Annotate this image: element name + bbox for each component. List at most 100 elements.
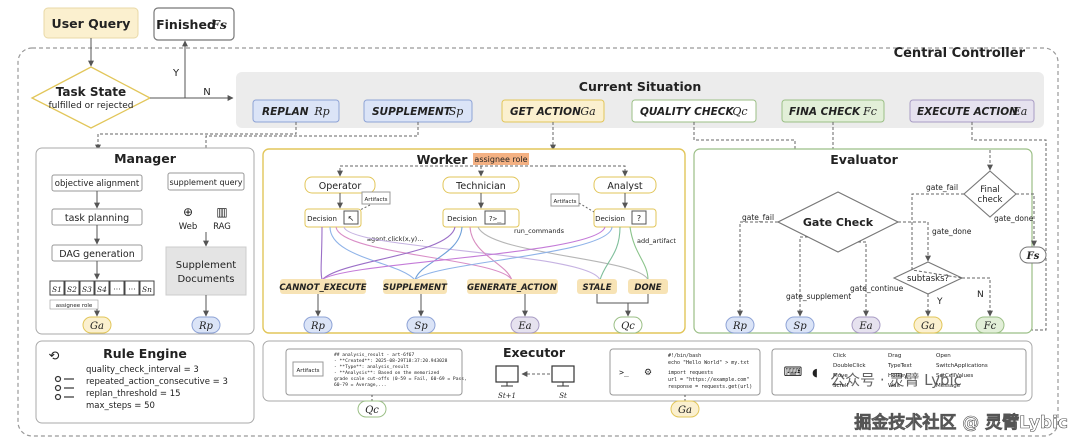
svg-text:···: ··· [113, 285, 120, 294]
executor-out-ga [670, 400, 700, 418]
svg-text:Operator: Operator [319, 181, 362, 192]
svg-text:Rp: Rp [310, 321, 326, 332]
svg-text:Ga: Ga [921, 321, 935, 332]
svg-text:DoubleClick: DoubleClick [833, 363, 866, 369]
svg-text:S2: S2 [67, 285, 77, 294]
evaluator-panel [693, 148, 1033, 334]
supplement-query-label: supplement query [169, 178, 242, 187]
svg-text:Ga: Ga [90, 321, 104, 332]
svg-text:Final: Final [980, 185, 1000, 195]
svg-text:?: ? [637, 214, 641, 223]
svg-text:Fs: Fs [1026, 251, 1040, 262]
situation-get-action-label: GET ACTION [510, 106, 581, 118]
situation-execute-action-sym: Ea [1012, 105, 1028, 118]
svg-text:Rp: Rp [732, 321, 748, 332]
svg-text:Sp: Sp [793, 321, 807, 332]
label-gate-fail-left: gate_fail [742, 213, 774, 222]
python-icon: ⚙ [644, 368, 652, 378]
outcome-stale: STALE [582, 283, 611, 293]
operator-artifacts [361, 191, 391, 205]
task-state-subtitle: fulfilled or rejected [48, 101, 133, 111]
rule-3: max_steps = 50 [86, 401, 155, 411]
assignee-role-tag [473, 153, 529, 165]
rule-engine-panel [35, 340, 255, 424]
svg-text:import requests: import requests [668, 370, 713, 376]
svg-text:Open: Open [936, 353, 951, 359]
svg-text:Gate Check: Gate Check [803, 216, 874, 229]
worker-out-rp [303, 316, 333, 334]
manager-out-ga [82, 316, 112, 334]
label-gate-supplement: gate_supplement [786, 292, 851, 301]
label-gate-continue: gate_continue [850, 284, 904, 293]
label-gate-done-top: gate_done [994, 214, 1034, 223]
svg-text:Technician: Technician [455, 181, 506, 192]
svg-text:Artifacts: Artifacts [296, 368, 319, 374]
svg-text:- **Type**: analysis_result: - **Type**: analysis_result [334, 364, 409, 370]
svg-text:Sn: Sn [142, 285, 152, 294]
outcome-supplement: SUPPLEMENT [383, 283, 448, 293]
situation-fina-check-label: FINA CHECK [789, 106, 861, 118]
executor-report-card [285, 348, 463, 396]
situation-quality-check: QUALITY CHECK Qc [631, 99, 757, 123]
svg-text:subtasks?: subtasks? [907, 274, 949, 284]
svg-text:#!/bin/bash: #!/bin/bash [668, 353, 701, 359]
svg-text:Decision: Decision [307, 215, 337, 223]
task-state-diamond [30, 66, 152, 129]
svg-text:Qc: Qc [621, 321, 635, 332]
svg-text:Drag: Drag [888, 353, 901, 359]
situation-quality-check-label: QUALITY CHECK [640, 106, 734, 118]
svg-text:Supplement: Supplement [176, 260, 237, 271]
central-controller-label: Central Controller [894, 46, 1026, 61]
outcome-generate-action: GENERATE_ACTION [467, 283, 557, 293]
svg-text:Documents: Documents [177, 274, 234, 285]
svg-text:assignee role: assignee role [474, 155, 527, 164]
watermark-text: 掘金技术社区 @ 灵臂Lybic [854, 412, 1068, 433]
svg-text:Sp: Sp [414, 321, 428, 332]
state-yes-label: Y [172, 68, 180, 79]
situation-supplement-sym: Sp [449, 105, 464, 118]
terminal-small-icon: >_ [619, 368, 629, 377]
svg-text:Qc: Qc [365, 405, 379, 416]
situation-replan-sym: Rp [313, 105, 329, 118]
label-gate-fail-top: gate_fail [926, 183, 958, 192]
worker-outcomes: CANNOT_EXECUTE SUPPLEMENT GENERATE_ACTIO… [279, 279, 668, 294]
svg-text:Scroll: Scroll [833, 383, 849, 389]
svg-text:St+1: St+1 [498, 392, 516, 400]
svg-text:Hotkey: Hotkey [888, 373, 908, 379]
rule-1: repeated_action_consecutive = 3 [86, 377, 228, 387]
situation-replan-label: REPLAN [262, 106, 309, 118]
task-state-title: Task State [56, 85, 126, 99]
terminal-icon [484, 210, 506, 225]
svg-text:Ea: Ea [858, 321, 872, 332]
rule-engine-title: Rule Engine [103, 346, 187, 361]
svg-text:60-79 = Average,...: 60-79 = Average,... [334, 382, 387, 388]
worker-out-ea [510, 316, 540, 334]
subtask-sequence: S1 S2 S3 S4 ··· ··· Sn [49, 280, 155, 296]
rule-0: quality_check_interval = 3 [86, 365, 199, 375]
rag-label: RAG [213, 222, 231, 232]
executor-title: Executor [503, 345, 566, 360]
svg-text:- **Created**: 2025-08-29T18:3: - **Created**: 2025-08-29T18:37:20.94302… [334, 358, 448, 364]
keyboard-icon: ⌨ [784, 365, 803, 380]
svg-text:···: ··· [128, 285, 135, 294]
situation-replan: REPLAN Rp [252, 99, 340, 123]
evaluator-out-ea [851, 316, 881, 334]
current-situation-title: Current Situation [579, 79, 701, 94]
svg-text:Wait: Wait [888, 383, 901, 389]
svg-text:↖: ↖ [348, 214, 355, 223]
svg-text:Move: Move [833, 373, 848, 379]
mouse-icon: ◖ [812, 366, 818, 379]
svg-text:SwitchApplications: SwitchApplications [936, 363, 988, 369]
rag-database-icon: ▥ [216, 205, 227, 219]
svg-text:Decision: Decision [595, 215, 625, 223]
svg-text:S4: S4 [97, 285, 107, 294]
svg-text:S1: S1 [52, 285, 62, 294]
manager-out-rp [191, 316, 221, 334]
watermark-faint: 公众号 · 灵臂 Lybic [830, 371, 962, 389]
central-controller-frame [17, 47, 1059, 437]
situation-get-action-sym: Ga [580, 105, 595, 118]
svg-text:Rp: Rp [198, 321, 214, 332]
svg-text:?>_: ?>_ [489, 215, 502, 223]
rule-list-icon [54, 375, 74, 401]
